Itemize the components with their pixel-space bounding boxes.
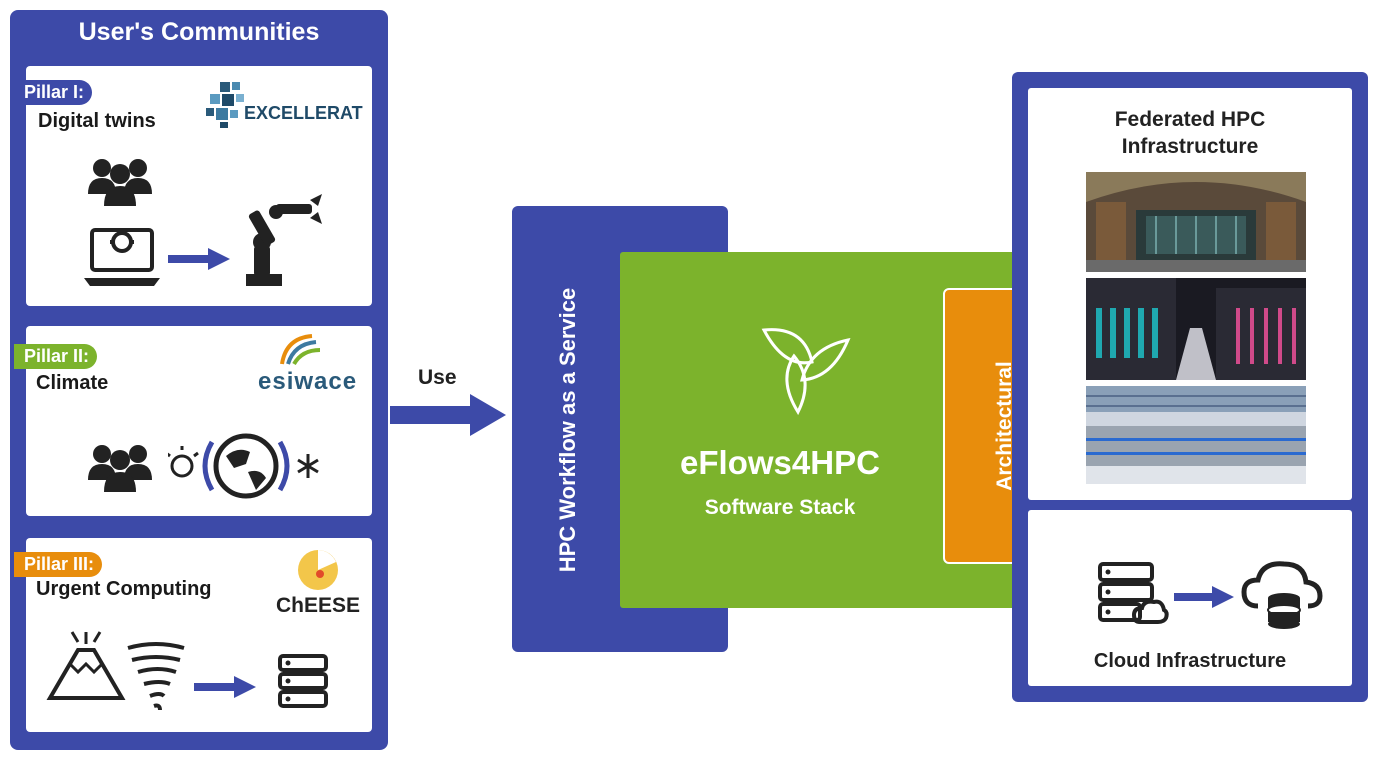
people-icon xyxy=(88,445,152,492)
hpc-title-line-2: Infrastructure xyxy=(1121,135,1259,159)
server-icon xyxy=(278,654,328,708)
pillar-2-name: Climate xyxy=(36,372,109,394)
pillar-1-tag: Pillar I: xyxy=(14,80,93,105)
esiwace-logo-icon xyxy=(280,334,321,366)
esiwace-logo-text: esiwace xyxy=(258,368,358,395)
cloud-infrastructure-title: Cloud Infrastructure xyxy=(1093,650,1287,672)
use-label: Use xyxy=(418,366,457,389)
globe-cycle-icon xyxy=(168,433,319,499)
workflow-service-label: HPC Workflow as a Service xyxy=(555,287,580,573)
supercomputer-photo-3 xyxy=(1086,386,1306,484)
cheese-logo-icon xyxy=(298,550,338,590)
excellerat-logo-text: EXCELLERAT xyxy=(244,103,363,123)
people-icon xyxy=(88,159,152,206)
arrow-right-icon xyxy=(168,248,230,270)
hpc-infrastructure-title: Federated HPC Infrastructure xyxy=(1028,106,1352,161)
pillar-3-tag: Pillar III: xyxy=(14,552,103,577)
stack-subtitle: Software Stack xyxy=(704,496,856,519)
excellerat-logo-icon xyxy=(206,82,244,128)
pillar-2-tag: Pillar II: xyxy=(14,344,98,369)
hpc-title-line-1: Federated HPC xyxy=(1114,108,1266,131)
laptop-gear-icon xyxy=(84,228,160,286)
robot-arm-icon xyxy=(246,194,322,286)
eflows-logo-icon xyxy=(761,328,851,416)
stack-title: eFlows4HPC xyxy=(680,444,880,481)
cloud-database-icon xyxy=(1241,561,1323,629)
pillar-1-card xyxy=(26,66,372,306)
cheese-logo-text: ChEESE xyxy=(276,594,361,617)
server-cloud-icon xyxy=(1098,562,1169,624)
use-arrow-icon xyxy=(390,394,506,436)
arrow-right-icon xyxy=(194,676,256,698)
volcano-icon xyxy=(46,631,126,700)
pillar-1-name: Digital twins xyxy=(38,110,156,132)
supercomputer-photo-1 xyxy=(1086,172,1306,272)
pillar-3-name: Urgent Computing xyxy=(36,578,212,600)
supercomputer-photo-2 xyxy=(1086,278,1306,380)
arrow-right-icon xyxy=(1174,586,1234,608)
tornado-icon xyxy=(127,642,185,711)
communities-title: User's Communities xyxy=(78,18,320,46)
